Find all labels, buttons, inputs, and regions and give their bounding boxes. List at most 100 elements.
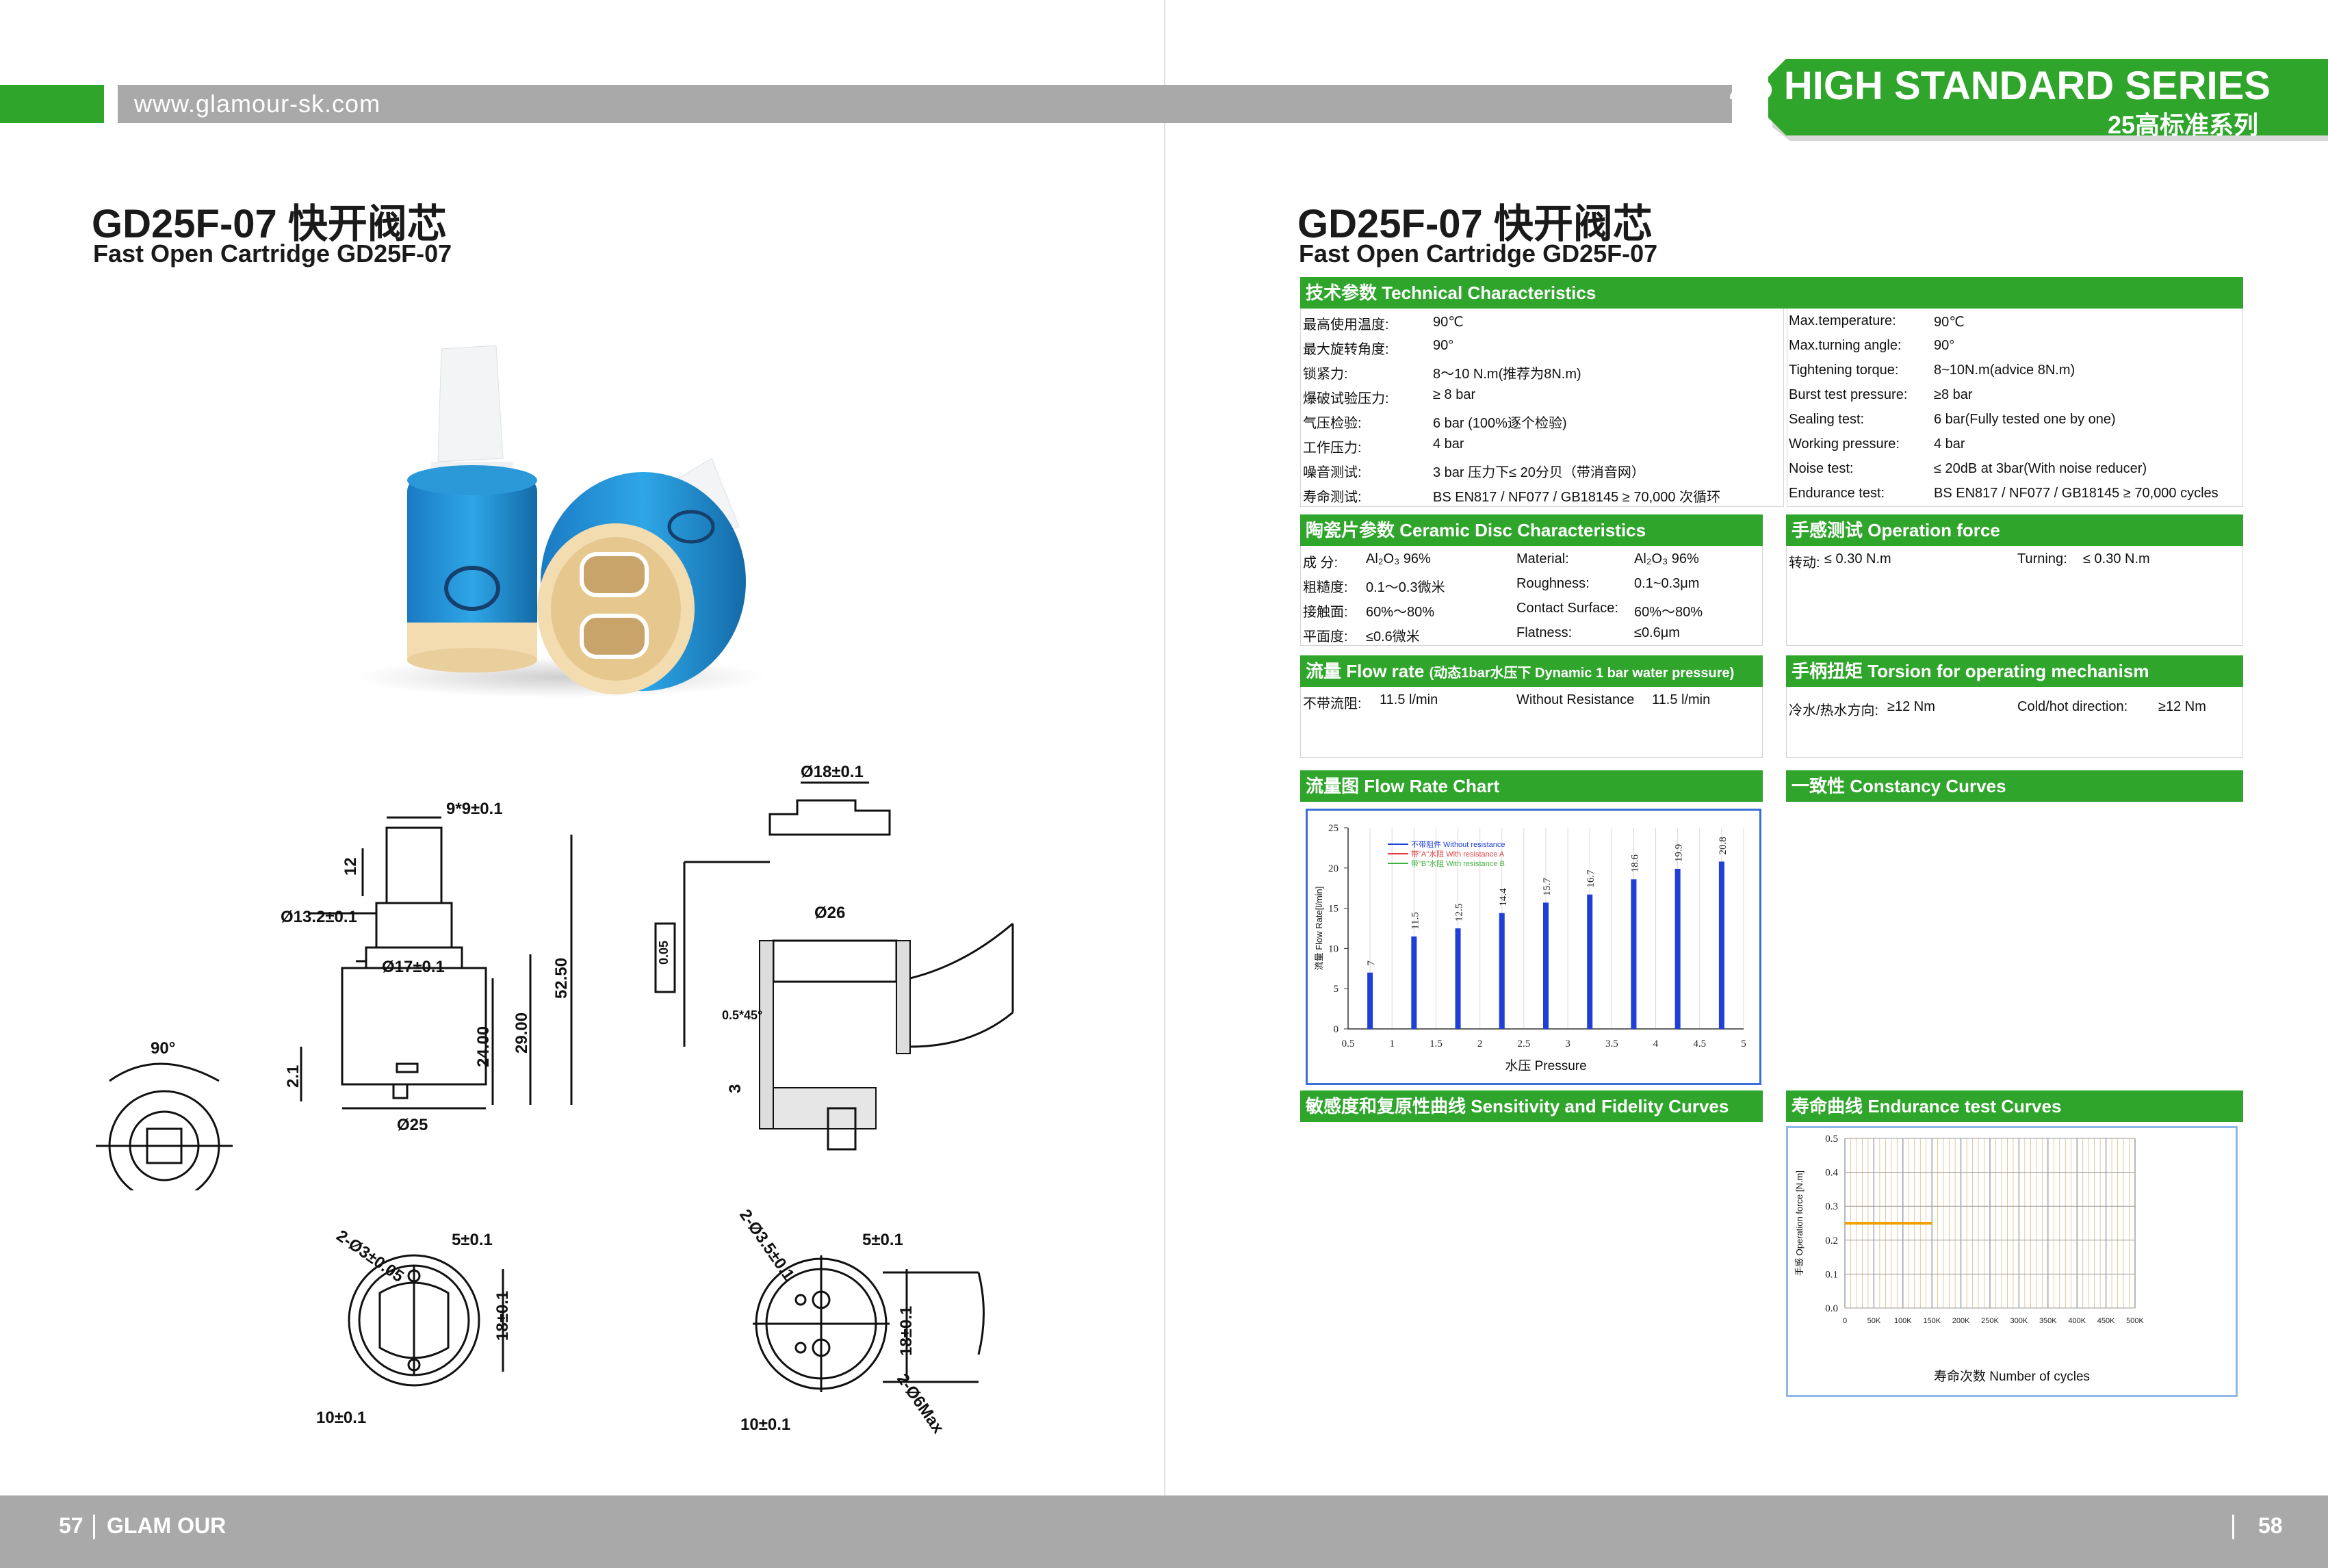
flow-v1: 11.5 l/min <box>1380 692 1438 707</box>
endurance-chart-frame <box>1786 1126 2238 1397</box>
endurance-ytick-label: 0.5 <box>1825 1134 1838 1145</box>
torsion-k2: Cold/hot direction: <box>2017 699 2128 714</box>
flow-k2: Without Resistance <box>1516 692 1635 707</box>
endurance-xlabel: 寿命次数 Number of cycles <box>1934 1369 2090 1384</box>
website-url[interactable]: www.glamour-sk.com <box>134 90 381 118</box>
ceramic-k2: Roughness: <box>1516 576 1590 591</box>
tech-cn-value: 8～10 N.m(推荐为8N.m) <box>1433 367 1581 382</box>
endurance-ytick-label: 0.4 <box>1825 1168 1838 1179</box>
footer-separator-right <box>2232 1515 2234 1539</box>
dim-top-dia: Ø18±0.1 <box>801 763 864 781</box>
tech-cn-key: 锁紧力: <box>1303 367 1348 382</box>
operation-header: 手感测试 Operation force <box>1786 514 2243 546</box>
flow-xlabel: 水压 Pressure <box>1505 1058 1586 1073</box>
tech-cn-key: 最大旋转角度: <box>1303 342 1389 357</box>
bottom-view-drawing-2: 2-Ø3.5±0.1 5±0.1 18±0.1 2-Ø6Max 10±0.1 <box>736 1206 985 1437</box>
constancy-header: 一致性 Constancy Curves <box>1786 770 2243 802</box>
tech-en-value: 8~10N.m(advice 8N.m) <box>1934 363 2075 378</box>
ceramic-k1: 接触面: <box>1303 605 1348 620</box>
dim-offset-1: 5±0.1 <box>452 1231 493 1249</box>
flow-box <box>1300 687 1763 758</box>
ceramic-header: 陶瓷片参数 Ceramic Disc Characteristics <box>1300 514 1763 546</box>
right-page-subtitle: Fast Open Cartridge GD25F-07 <box>1299 239 1658 267</box>
top-view-drawing: 90° <box>96 1039 233 1190</box>
dim-step: 3 <box>726 1084 745 1093</box>
flow-xtick-label: 5 <box>1741 1038 1746 1049</box>
flow-bar-label: 19.9 <box>1674 844 1685 862</box>
endurance-xtick-label: 450K <box>2097 1317 2115 1325</box>
tech-cn-value: ≥ 8 bar <box>1433 387 1476 402</box>
endurance-ylabel: 手感 Operation force [N.m] <box>1794 1171 1805 1276</box>
flow-bar-label: 11.5 <box>1410 912 1421 930</box>
footer-page-left: 57 <box>59 1513 83 1538</box>
flow-bar <box>1455 928 1461 1029</box>
flow-k1: 不带流阻: <box>1303 696 1362 711</box>
footer-brand: GLAM OUR <box>107 1513 227 1538</box>
ceramic-v2: 0.1~0.3μm <box>1634 576 1700 591</box>
tech-en-value: 90℃ <box>1934 315 1965 330</box>
endurance-ytick-label: 0.1 <box>1825 1269 1838 1280</box>
tech-en-key: Working pressure: <box>1789 436 1900 452</box>
ceramic-k1: 成 分: <box>1303 556 1338 571</box>
endurance-xtick-label: 300K <box>2010 1317 2028 1325</box>
ceramic-v1: 60%～80% <box>1366 605 1435 620</box>
header-bar-right <box>1164 85 1732 123</box>
flow-xtick-label: 4.5 <box>1693 1038 1706 1049</box>
dim-stem-height: 12 <box>341 857 360 876</box>
flow-bar-label: 18.6 <box>1629 854 1640 873</box>
flow-bar <box>1411 936 1417 1029</box>
bottom-view-drawing-1: 2-Ø3±0.05 5±0.1 18±0.1 10±0.1 <box>316 1227 512 1427</box>
tech-cn-value: 90℃ <box>1433 315 1464 330</box>
tech-en-key: Burst test pressure: <box>1789 387 1908 402</box>
tech-cn-key: 寿命测试: <box>1303 490 1362 505</box>
dim-total-height: 52.50 <box>552 958 571 999</box>
flow-legend-label: 不带阻件 Without resistance <box>1411 840 1505 849</box>
flow-bar-label: 20.8 <box>1718 837 1729 854</box>
flow-bar-label: 15.7 <box>1542 878 1553 896</box>
left-page-title: GD25F-07 快开阀芯 <box>92 202 447 246</box>
dim-stem-dia: Ø13.2±0.1 <box>281 908 357 926</box>
tech-en-key: Endurance test: <box>1789 486 1885 501</box>
flow-ylabel: 流量 Flow Rate[l/min] <box>1314 887 1324 971</box>
tech-en-key: Noise test: <box>1789 461 1854 476</box>
operation-box <box>1786 546 2243 646</box>
dim-body-height: 29.00 <box>513 1012 531 1054</box>
page-divider <box>1164 0 1165 1568</box>
torsion-k1: 冷水/热水方向: <box>1789 703 1879 718</box>
flow-chart-header: 流量图 Flow Rate Chart <box>1300 770 1763 802</box>
endurance-xtick-label: 50K <box>1867 1317 1881 1325</box>
torsion-box <box>1786 687 2243 758</box>
flow-xtick-label: 1 <box>1389 1038 1395 1049</box>
footer-page-right: 58 <box>2258 1513 2283 1538</box>
flow-xtick-label: 1.5 <box>1430 1038 1443 1049</box>
ceramic-k1: 粗糙度: <box>1303 580 1348 595</box>
left-page-subtitle: Fast Open Cartridge GD25F-07 <box>93 239 452 267</box>
flow-bar <box>1543 902 1549 1029</box>
flow-xtick-label: 3 <box>1565 1038 1570 1049</box>
endurance-xtick-label: 350K <box>2039 1317 2057 1325</box>
tech-cn-value: 3 bar 压力下≤ 20分贝（带消音网） <box>1433 465 1645 480</box>
tech-cn-value: 90° <box>1433 338 1454 353</box>
dim-max-hole: 2-Ø6Max <box>893 1370 948 1437</box>
tech-en-key: Tightening torque: <box>1789 363 1899 378</box>
operation-k2: Turning: <box>2017 551 2067 566</box>
tech-en-key: Sealing test: <box>1789 412 1865 427</box>
flow-ytick-label: 5 <box>1334 984 1339 995</box>
tech-cn-value: BS EN817 / NF077 / GB18145 ≥ 70,000 次循环 <box>1433 490 1721 505</box>
tech-en-value: ≥8 bar <box>1934 387 1973 402</box>
flow-xtick-label: 3.5 <box>1605 1038 1618 1049</box>
flow-xtick-label: 4 <box>1653 1038 1659 1049</box>
series-subtitle: 25高标准系列 <box>2107 111 2258 139</box>
tech-cn-value: 6 bar (100%逐个检验) <box>1433 416 1567 431</box>
endurance-xtick-label: 150K <box>1923 1317 1941 1325</box>
endurance-xtick-label: 250K <box>1981 1317 1999 1325</box>
endurance-xtick-label: 100K <box>1894 1317 1912 1325</box>
dim-collar-dia: Ø17±0.1 <box>382 958 445 976</box>
ceramic-v1: ≤0.6微米 <box>1366 629 1420 644</box>
flow-bar-label: 14.4 <box>1498 888 1509 906</box>
ceramic-k2: Contact Surface: <box>1516 601 1618 616</box>
flow-xtick-label: 0.5 <box>1342 1038 1355 1049</box>
operation-v2: ≤ 0.30 N.m <box>2083 551 2150 566</box>
flow-ytick-label: 15 <box>1328 904 1338 915</box>
